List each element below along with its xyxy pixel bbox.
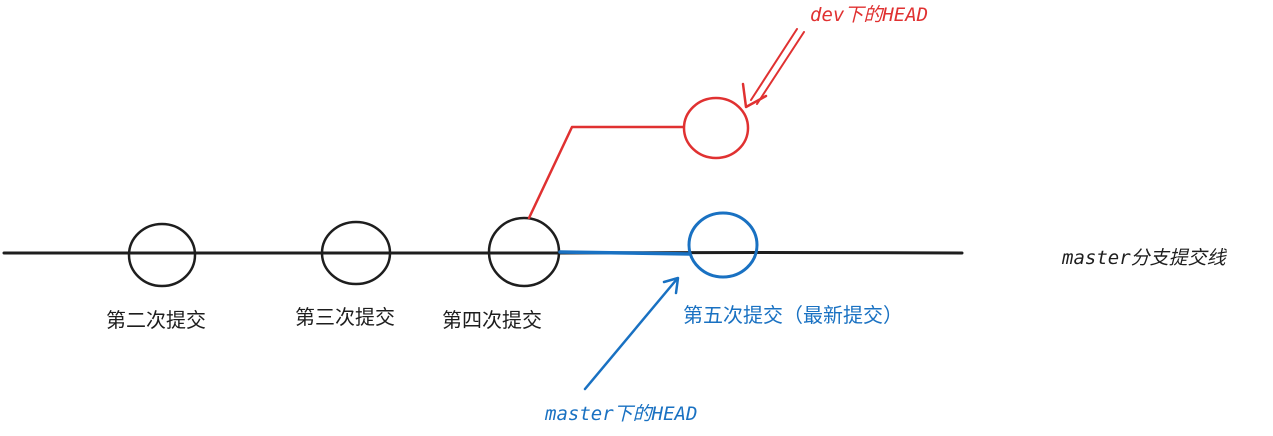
commit-2-node: [127, 222, 197, 288]
dev-commit-node: [682, 96, 750, 160]
commit-3-node: [320, 220, 392, 286]
dev-head-arrow-head: [741, 82, 768, 109]
label-branch-line: master分支提交线: [1062, 247, 1226, 269]
dev-head-arrow-shaft-2: [756, 31, 805, 105]
master-latest-edge: [558, 250, 692, 256]
master-head-arrow-head: [662, 276, 680, 295]
commit-5-node: [687, 211, 759, 279]
label-commit-2: 第二次提交: [106, 308, 206, 332]
label-commit-3: 第三次提交: [295, 305, 395, 329]
dev-branch-edge: [527, 125, 685, 220]
dev-head-arrow-shaft-1: [750, 28, 798, 101]
master-branch-line: [2, 251, 964, 255]
label-commit-5: 第五次提交（最新提交）: [683, 303, 903, 327]
label-dev-head: dev下的HEAD: [810, 4, 929, 26]
label-master-head: master下的HEAD: [545, 403, 698, 425]
label-commit-4: 第四次提交: [442, 308, 542, 332]
master-head-arrow-shaft: [583, 277, 679, 391]
